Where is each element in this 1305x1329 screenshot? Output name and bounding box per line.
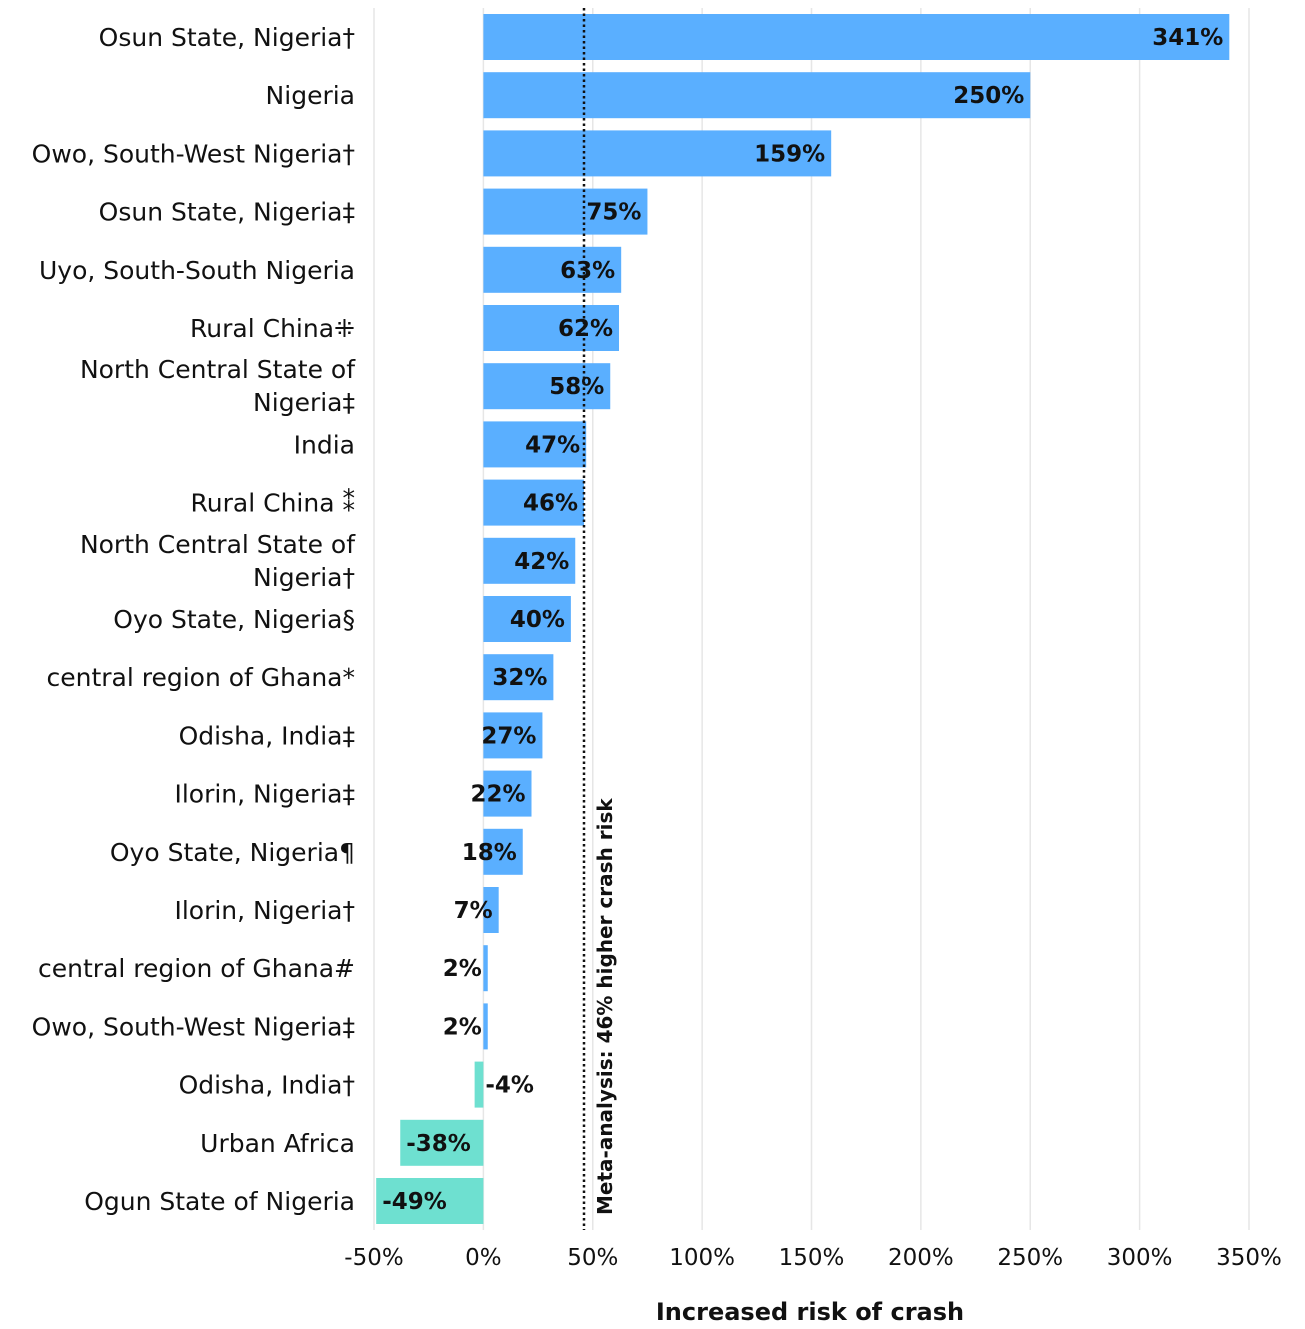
bar bbox=[483, 537, 576, 584]
bar bbox=[483, 596, 571, 642]
bar bbox=[483, 770, 532, 817]
category-label: central region of Ghana* bbox=[46, 663, 355, 692]
category-label: Oyo State, Nigeria§ bbox=[113, 605, 355, 634]
data-label: 2% bbox=[443, 1014, 482, 1040]
x-tick-label: 300% bbox=[1107, 1245, 1173, 1271]
data-label: 18% bbox=[462, 840, 517, 866]
category-label: Oyo State, Nigeria¶ bbox=[110, 838, 355, 867]
x-tick-label: 350% bbox=[1216, 1245, 1282, 1271]
category-label: Odisha, India† bbox=[179, 1071, 355, 1100]
bar bbox=[474, 1061, 484, 1108]
data-label: -4% bbox=[485, 1073, 534, 1099]
data-label: 159% bbox=[754, 141, 825, 167]
data-label: 63% bbox=[560, 258, 615, 284]
data-label: 75% bbox=[586, 200, 641, 226]
bar bbox=[483, 130, 832, 177]
bar bbox=[483, 246, 622, 293]
data-label: 7% bbox=[454, 898, 493, 924]
bar bbox=[400, 1119, 484, 1166]
data-label: 341% bbox=[1152, 25, 1223, 51]
bar bbox=[483, 72, 1031, 119]
data-label: -38% bbox=[406, 1131, 471, 1157]
category-label: Owo, South-West Nigeria† bbox=[32, 139, 355, 168]
data-label: 46% bbox=[523, 491, 578, 517]
bar bbox=[376, 1178, 484, 1224]
category-label: Osun State, Nigeria‡ bbox=[99, 198, 355, 227]
bars bbox=[376, 14, 1230, 1224]
x-axis-title: Increased risk of crash bbox=[656, 1298, 964, 1326]
category-label: Uyo, South-South Nigeria bbox=[39, 256, 355, 285]
data-label: 58% bbox=[549, 374, 604, 400]
data-label: 40% bbox=[510, 607, 565, 633]
data-label: 42% bbox=[514, 549, 569, 575]
x-axis-ticks: -50% 0% 50% 100% 150% 200% 250% 300% 350% bbox=[344, 1245, 1282, 1271]
bar bbox=[483, 654, 554, 701]
x-tick-label: 250% bbox=[997, 1245, 1063, 1271]
category-label: Nigeria bbox=[266, 81, 355, 110]
category-label: Ogun State of Nigeria bbox=[84, 1187, 355, 1216]
data-label: 250% bbox=[953, 83, 1024, 109]
x-tick-label: 0% bbox=[465, 1245, 502, 1271]
data-label: 32% bbox=[492, 665, 547, 691]
x-tick-label: 100% bbox=[669, 1245, 735, 1271]
bar bbox=[483, 479, 584, 526]
data-label: 27% bbox=[481, 723, 536, 749]
reference-line-label: Meta-analysis: 46% higher crash risk bbox=[593, 798, 617, 1215]
x-tick-label: -50% bbox=[344, 1245, 403, 1271]
data-label: 22% bbox=[470, 782, 525, 808]
category-label: Ilorin, Nigeria† bbox=[174, 896, 355, 925]
bar bbox=[483, 421, 587, 468]
category-label: central region of Ghana# bbox=[38, 954, 355, 983]
bar bbox=[483, 14, 1230, 60]
category-label: Rural China⁜ bbox=[190, 314, 355, 343]
bar bbox=[483, 945, 488, 992]
bar bbox=[483, 1003, 488, 1050]
value-labels: 341% 250% 159% 75% 63% 62% 58% 47% 46% 42% 40% 32% 2… bbox=[382, 25, 1223, 1215]
bar bbox=[483, 305, 619, 351]
data-label: 47% bbox=[525, 432, 580, 458]
bar bbox=[483, 363, 611, 410]
bar bbox=[483, 887, 499, 933]
bar bbox=[483, 712, 543, 759]
bar bbox=[483, 828, 523, 875]
data-label: -49% bbox=[382, 1189, 447, 1215]
category-label: Odisha, India‡ bbox=[179, 721, 355, 750]
reference-line-group: Meta-analysis: 46% higher crash risk bbox=[582, 8, 617, 1230]
bar bbox=[483, 188, 648, 235]
data-label: 2% bbox=[443, 956, 482, 982]
x-tick-label: 200% bbox=[888, 1245, 954, 1271]
category-label: Urban Africa bbox=[200, 1129, 355, 1158]
category-label: India bbox=[294, 430, 355, 459]
data-label: 62% bbox=[558, 316, 613, 342]
category-label: Rural China ⁑ bbox=[191, 488, 355, 518]
category-label: Osun State, Nigeria† bbox=[99, 23, 355, 52]
category-label: Ilorin, Nigeria‡ bbox=[174, 780, 355, 809]
x-tick-label: 50% bbox=[567, 1245, 618, 1271]
x-tick-label: 150% bbox=[779, 1245, 845, 1271]
category-label: Owo, South-West Nigeria‡ bbox=[32, 1012, 355, 1041]
